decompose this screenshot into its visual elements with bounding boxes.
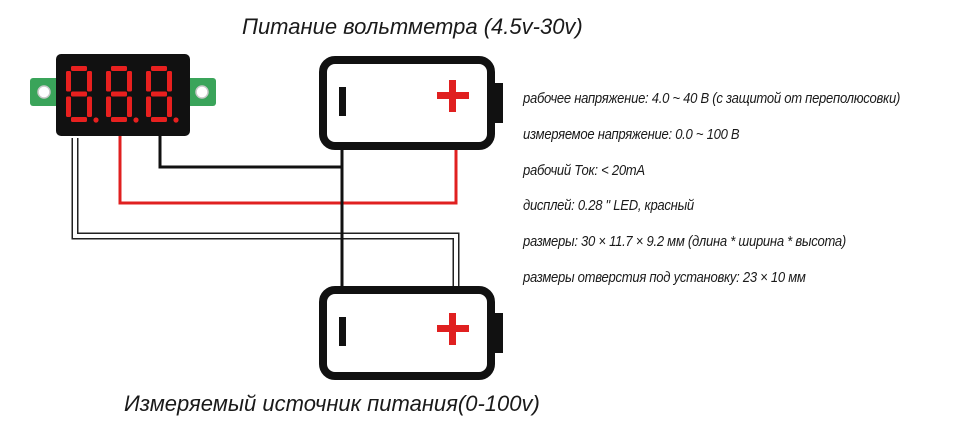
led-segment — [151, 66, 167, 71]
battery-top — [319, 56, 503, 150]
black-wire — [158, 136, 342, 169]
led-segment — [87, 71, 92, 92]
spec-item: рабочий Ток: < 20mA — [523, 162, 645, 179]
led-segment — [71, 66, 87, 71]
led-segment — [111, 117, 127, 122]
led-segment — [87, 96, 92, 117]
led-segment — [106, 96, 111, 117]
spec-item: рабочее напряжение: 4.0 ~ 40 В (с защито… — [523, 91, 901, 107]
led-decimal-point — [93, 117, 99, 123]
led-segment — [127, 96, 132, 117]
battery-bottom-minus — [339, 317, 346, 346]
led-decimal-point — [133, 117, 139, 123]
led-decimal-point — [173, 117, 179, 123]
led-segment — [167, 71, 172, 92]
led-segment — [127, 71, 132, 92]
led-segment — [146, 96, 151, 117]
voltmeter-module — [30, 54, 216, 136]
spec-item: дисплей: 0.28 " LED, красный — [523, 198, 694, 215]
battery-top-minus — [339, 87, 346, 116]
led-segment — [66, 71, 71, 92]
led-segment — [146, 71, 151, 92]
mount-hole-left — [37, 85, 51, 99]
white-wire — [71, 138, 460, 293]
spec-list: рабочее напряжение: 4.0 ~ 40 В (с защито… — [523, 84, 942, 299]
spec-item: измеряемое напряжение: 0.0 ~ 100 В — [523, 126, 740, 143]
battery-bottom — [319, 286, 503, 380]
led-segment — [106, 71, 111, 92]
mount-hole-right — [195, 85, 209, 99]
led-digits — [66, 66, 179, 123]
measured-source-title: Измеряемый источник питания(0-100v) — [124, 391, 540, 416]
red-wire — [118, 136, 458, 205]
led-segment — [111, 91, 127, 97]
led-segment — [151, 117, 167, 122]
battery-top-plus — [437, 80, 469, 112]
led-segment — [111, 66, 127, 71]
spec-item: размеры отверстия под установку: 23 × 10… — [523, 269, 806, 286]
led-segment — [71, 91, 87, 97]
voltmeter-power-title: Питание вольтметра (4.5v-30v) — [242, 14, 583, 39]
led-segment — [151, 91, 167, 97]
spec-item: размеры: 30 × 11.7 × 9.2 мм (длина * шир… — [523, 234, 846, 251]
battery-bottom-plus — [437, 313, 469, 345]
led-segment — [167, 96, 172, 117]
led-segment — [71, 117, 87, 122]
led-segment — [66, 96, 71, 117]
wires — [71, 136, 460, 293]
